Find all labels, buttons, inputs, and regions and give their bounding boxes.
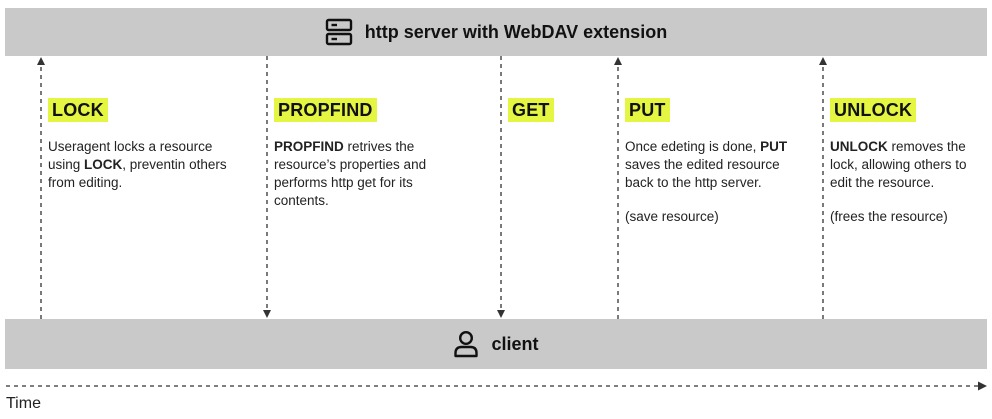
server-band: http server with WebDAV extension (5, 8, 987, 56)
description-note: (save resource) (625, 209, 719, 224)
description-line: Once edeting is done, PUT saves the edit… (625, 139, 788, 190)
step-description: Useragent locks a resource using LOCK, p… (48, 138, 248, 192)
time-axis-arrowhead (978, 381, 987, 391)
step-put: PUT Once edeting is done, PUT saves the … (625, 98, 810, 226)
user-icon (453, 330, 479, 358)
method-tag-put: PUT (625, 98, 670, 122)
method-tag-lock: LOCK (48, 98, 108, 122)
arrowhead-down (263, 310, 271, 318)
description-line: PROPFIND retrives the resource’s propert… (274, 139, 427, 208)
method-tag-unlock: UNLOCK (830, 98, 917, 122)
client-band: client (5, 319, 987, 369)
arrowhead-down (497, 310, 505, 318)
description-note: (frees the resource) (830, 209, 948, 224)
arrowhead-up (37, 57, 45, 65)
server-icon (325, 18, 353, 46)
time-axis-label: Time (6, 395, 41, 412)
step-description: Once edeting is done, PUT saves the edit… (625, 138, 810, 226)
step-get: GET (508, 98, 588, 122)
description-line: UNLOCK removes the lock, allowing others… (830, 139, 967, 190)
step-lock: LOCK Useragent locks a resource using LO… (48, 98, 248, 192)
arrowhead-up (614, 57, 622, 65)
description-line: Useragent locks a resource using LOCK, p… (48, 139, 227, 190)
step-description: UNLOCK removes the lock, allowing others… (830, 138, 980, 226)
arrowhead-up (819, 57, 827, 65)
server-label: http server with WebDAV extension (364, 21, 668, 42)
step-description: PROPFIND retrives the resource’s propert… (274, 138, 464, 210)
method-tag-propfind: PROPFIND (274, 98, 377, 122)
step-propfind: PROPFIND PROPFIND retrives the resource’… (274, 98, 464, 210)
client-label: client (491, 333, 539, 354)
method-tag-get: GET (508, 98, 554, 122)
step-unlock: UNLOCK UNLOCK removes the lock, allowing… (830, 98, 980, 226)
